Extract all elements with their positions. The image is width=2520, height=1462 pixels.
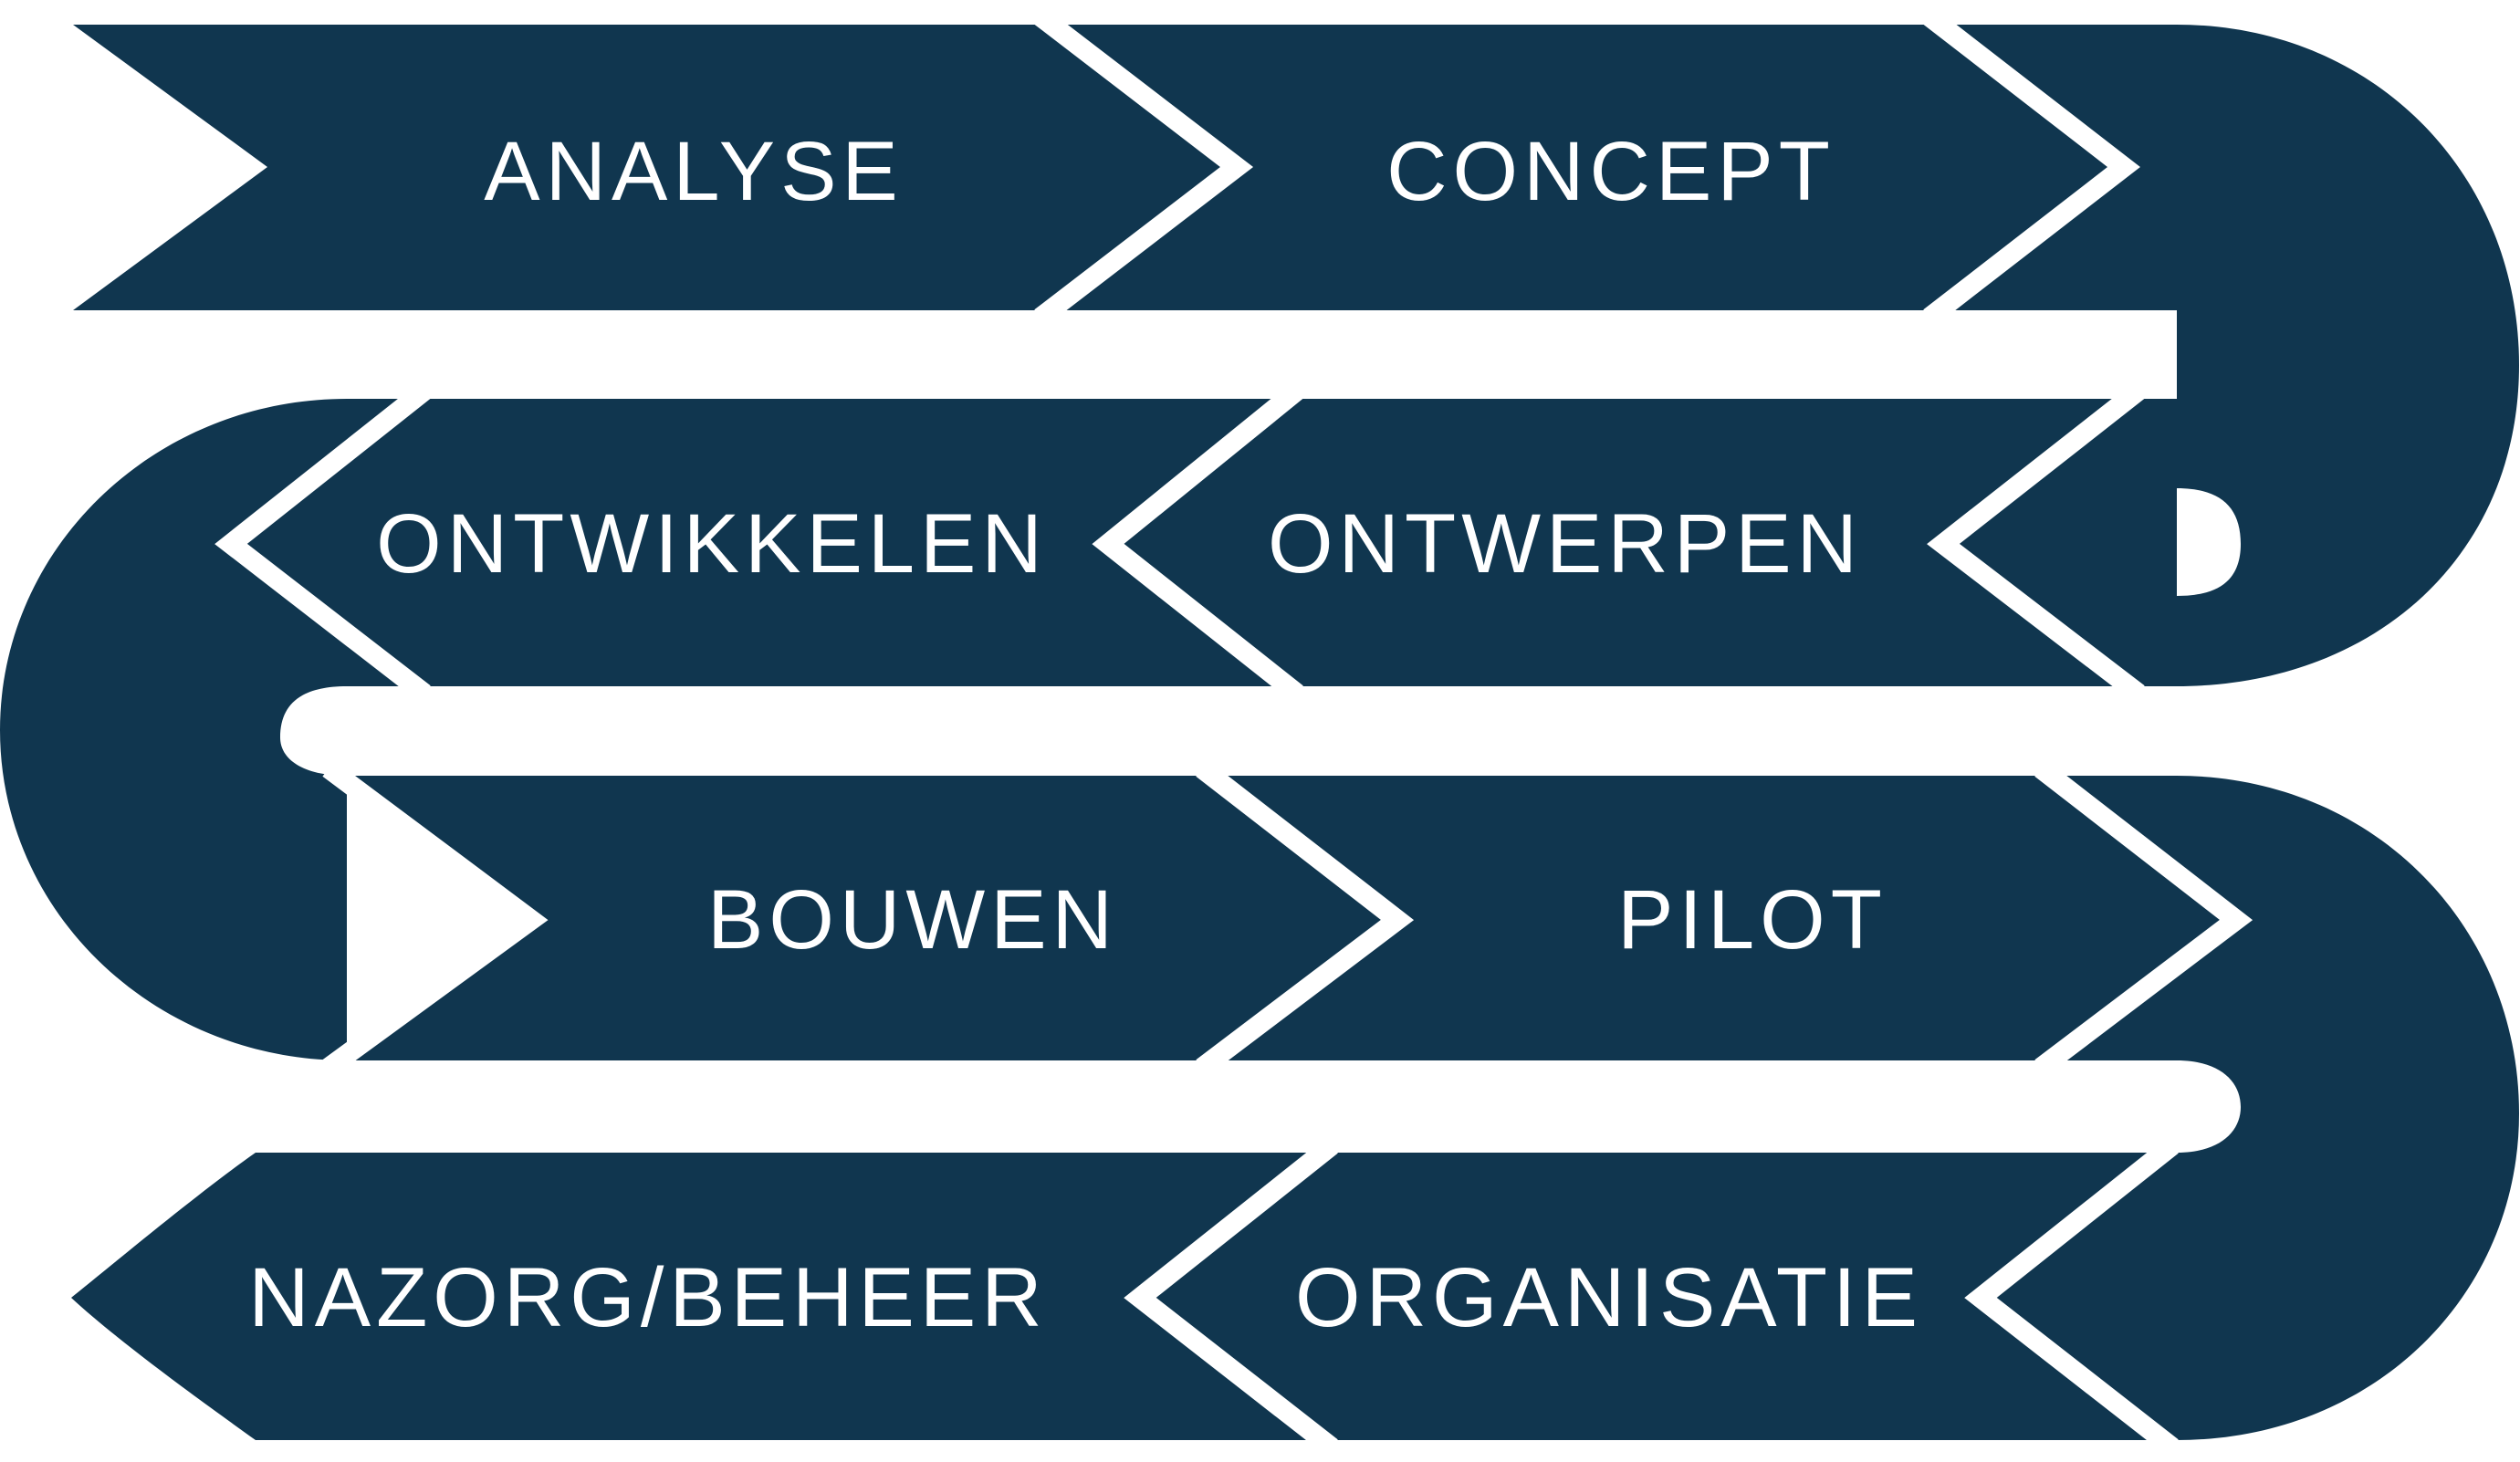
- separator-analyse-concept: [1034, 8, 1254, 326]
- separator-curve-organisatie: [1964, 1137, 2179, 1456]
- separator-pilot-curve: [2034, 760, 2253, 1076]
- separator-ontwikkelen-ontwerpen: [1092, 382, 1303, 702]
- separator-curve-bouwen: [322, 760, 549, 1076]
- band-row-2: [221, 399, 2177, 686]
- step-label-organisatie: ORGANISATIE: [1295, 1251, 1923, 1344]
- separator-bouwen-pilot: [1196, 760, 1415, 1076]
- step-label-bouwen: BOUWEN: [707, 873, 1118, 966]
- step-label-pilot: PILOT: [1617, 873, 1887, 966]
- separator-ontwerpen-curve: [1927, 382, 2145, 702]
- separator-curve-ontwikkelen: [214, 382, 431, 702]
- band-row-1: [73, 25, 2177, 310]
- band-row-4: [71, 1153, 2177, 1440]
- step-label-ontwikkelen: ONTWIKKELEN: [376, 497, 1048, 590]
- step-label-analyse: ANALYSE: [484, 125, 904, 218]
- curve-right-1: [2177, 25, 2519, 686]
- curve-right-2: [2177, 776, 2519, 1440]
- separator-organisatie-nazorg: [1124, 1137, 1338, 1456]
- separator-concept-curve: [1923, 8, 2140, 326]
- chevron-separators: [214, 8, 2253, 1456]
- step-label-ontwerpen: ONTWERPEN: [1268, 497, 1863, 590]
- step-label-concept: CONCEPT: [1386, 125, 1835, 218]
- band-row-3: [329, 776, 2177, 1060]
- step-label-nazorg-beheer: NAZORG/BEHEER: [248, 1251, 1047, 1344]
